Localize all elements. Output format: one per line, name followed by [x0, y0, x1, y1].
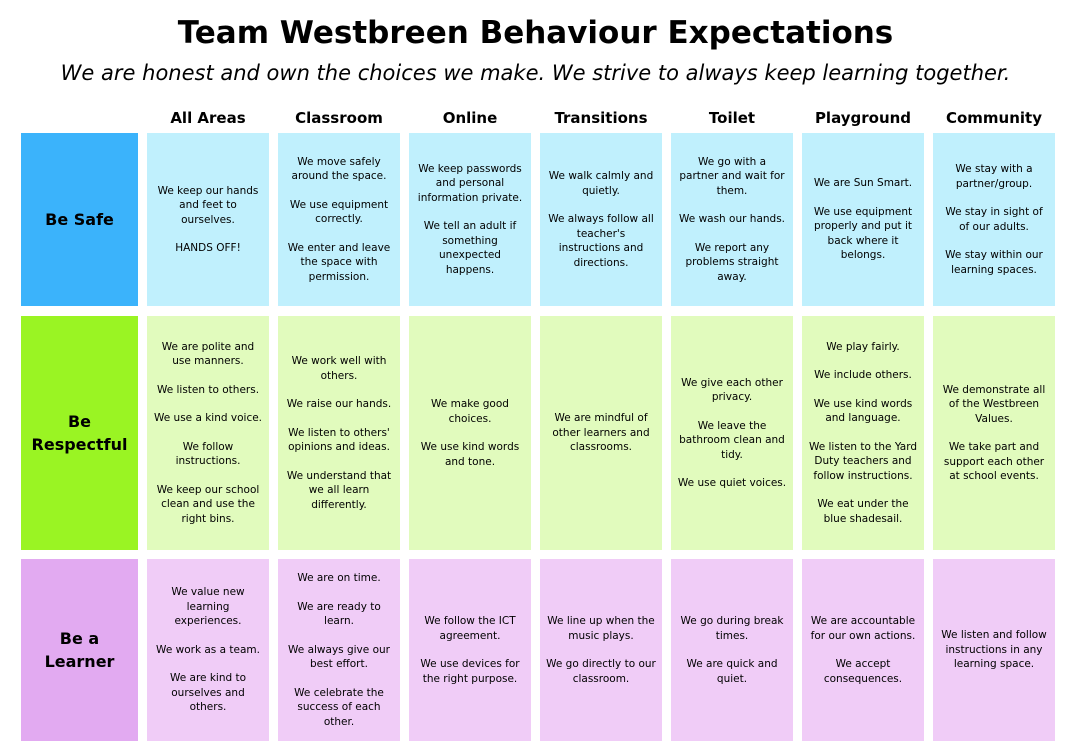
column-header-community: Community	[945, 109, 1043, 127]
column-header-transitions: Transitions	[554, 109, 648, 127]
expectation-item: We listen to others' opinions and ideas.	[288, 426, 390, 454]
cell-respectful-all-areas: We are polite and use manners. We listen …	[147, 316, 269, 550]
expectation-item: We keep passwords and personal informati…	[417, 162, 523, 204]
expectation-item: We are quick and quiet.	[686, 658, 778, 685]
expectation-item: We accept consequences.	[823, 658, 903, 685]
expectation-item: We use kind words and tone.	[420, 441, 520, 468]
expectation-item: We use kind words and language.	[813, 397, 913, 425]
expectation-item: We leave the bathroom clean and tidy.	[679, 419, 785, 461]
cell-learner-playground: We are accountable for our own actions. W…	[802, 559, 924, 741]
expectation-item: We walk calmly and quietly.	[548, 170, 654, 197]
expectation-item: We take part and support each other at s…	[943, 441, 1045, 482]
column-header-classroom: Classroom	[295, 109, 383, 127]
expectation-item: We are ready to learn.	[297, 600, 381, 628]
expectation-item: We go directly to our classroom.	[546, 658, 656, 685]
page-subtitle: We are honest and own the choices we mak…	[60, 61, 1011, 85]
expectation-item: We go during break times.	[680, 615, 784, 642]
expectation-item: We go with a partner and wait for them.	[679, 155, 785, 197]
cell-safe-classroom: We move safely around the space. We use e…	[278, 133, 400, 306]
cell-learner-toilet: We go during break times. We are quick an…	[671, 559, 793, 741]
expectation-item: We listen and follow instructions in any…	[941, 629, 1047, 671]
expectation-item: We use a kind voice.	[153, 412, 263, 425]
expectation-item: We use quiet voices.	[677, 477, 787, 489]
expectation-item: We celebrate the success of each other.	[294, 686, 384, 728]
expectation-item: We enter and leave the space with permis…	[287, 241, 391, 283]
expectation-item: We listen to others.	[156, 383, 260, 396]
cell-learner-all-areas: We value new learning experiences. We wor…	[147, 559, 269, 741]
expectation-item: We work as a team.	[156, 643, 260, 656]
expectation-item: We stay with a partner/group.	[955, 163, 1033, 190]
row-label-learner: Be a Learner	[21, 559, 138, 741]
expectation-item: We follow instructions.	[175, 440, 241, 468]
cell-respectful-classroom: We work well with others. We raise our ha…	[278, 316, 400, 550]
expectation-item: We are kind to ourselves and others.	[169, 672, 247, 714]
expectation-item: We are accountable for our own actions.	[810, 615, 916, 642]
column-header-all-areas: All Areas	[170, 109, 246, 127]
cell-learner-transitions: We line up when the music plays. We go di…	[540, 559, 662, 741]
expectation-item: HANDS OFF!	[175, 242, 241, 254]
expectation-item: We tell an adult if something unexpected…	[423, 220, 517, 276]
cell-respectful-toilet: We give each other privacy. We leave the …	[671, 316, 793, 550]
cell-safe-playground: We are Sun Smart. We use equipment proper…	[802, 133, 924, 306]
expectation-item: We understand that we all learn differen…	[286, 469, 392, 511]
cell-respectful-playground: We play fairly. We include others. We use …	[802, 316, 924, 550]
expectation-item: We listen to the Yard Duty teachers and …	[808, 440, 918, 482]
expectation-item: We are mindful of other learners and cla…	[552, 412, 650, 454]
expectation-item: We make good choices.	[431, 398, 509, 425]
expectation-item: We use equipment properly and put it bac…	[813, 205, 913, 262]
column-header-playground: Playground	[814, 109, 912, 127]
expectation-item: We include others.	[814, 369, 912, 382]
expectation-item: We are polite and use manners.	[161, 340, 255, 368]
row-label-safe: Be Safe	[21, 133, 138, 306]
column-header-online: Online	[442, 109, 498, 127]
expectation-item: We keep our school clean and use the rig…	[156, 483, 260, 525]
expectation-item: We value new learning experiences.	[171, 586, 245, 628]
expectation-item: We stay in sight of of our adults.	[945, 206, 1043, 233]
expectation-item: We line up when the music plays.	[547, 615, 655, 642]
row-label-respectful: Be Respectful	[21, 316, 138, 550]
cell-respectful-online: We make good choices. We use kind words a…	[409, 316, 531, 550]
cell-respectful-community: We demonstrate all of the Westbreen Valu…	[933, 316, 1055, 550]
expectation-item: We report any problems straight away.	[685, 241, 779, 283]
expectation-item: We use equipment correctly.	[289, 198, 389, 226]
expectation-item: We demonstrate all of the Westbreen Valu…	[942, 383, 1046, 425]
page-title: Team Westbreen Behaviour Expectations	[177, 15, 894, 51]
cell-safe-online: We keep passwords and personal informati…	[409, 133, 531, 306]
expectation-item: We are Sun Smart.	[813, 177, 913, 190]
expectation-item: We eat under the blue shadesail.	[817, 498, 909, 525]
expectation-item: We stay within our learning spaces.	[945, 249, 1043, 276]
cell-safe-transitions: We walk calmly and quietly. We always fol…	[540, 133, 662, 306]
expectation-item: We always give our best effort.	[288, 643, 390, 671]
expectation-item: We work well with others.	[291, 355, 387, 382]
expectation-item: We always follow all teacher's instructi…	[548, 213, 654, 269]
expectation-item: We wash our hands.	[679, 213, 785, 226]
expectation-item: We raise our hands.	[286, 398, 392, 410]
cell-safe-all-areas: We keep our hands and feet to ourselves.…	[147, 133, 269, 306]
cell-respectful-transitions: We are mindful of other learners and cla…	[540, 316, 662, 550]
expectation-item: We play fairly.	[826, 340, 900, 353]
cell-learner-community: We listen and follow instructions in any…	[933, 559, 1055, 741]
expectation-item: We are on time.	[297, 572, 381, 584]
expectation-item: We give each other privacy.	[681, 376, 783, 404]
expectation-item: We use devices for the right purpose.	[420, 658, 520, 685]
cell-safe-community: We stay with a partner/group. We stay in …	[933, 133, 1055, 306]
cell-safe-toilet: We go with a partner and wait for them. W…	[671, 133, 793, 306]
expectation-item: We follow the ICT agreement.	[424, 615, 516, 642]
expectation-item: We keep our hands and feet to ourselves.	[157, 184, 259, 226]
cell-learner-classroom: We are on time. We are ready to learn. We …	[278, 559, 400, 741]
expectation-item: We move safely around the space.	[291, 155, 387, 183]
column-header-toilet: Toilet	[708, 109, 756, 127]
cell-learner-online: We follow the ICT agreement. We use devic…	[409, 559, 531, 741]
